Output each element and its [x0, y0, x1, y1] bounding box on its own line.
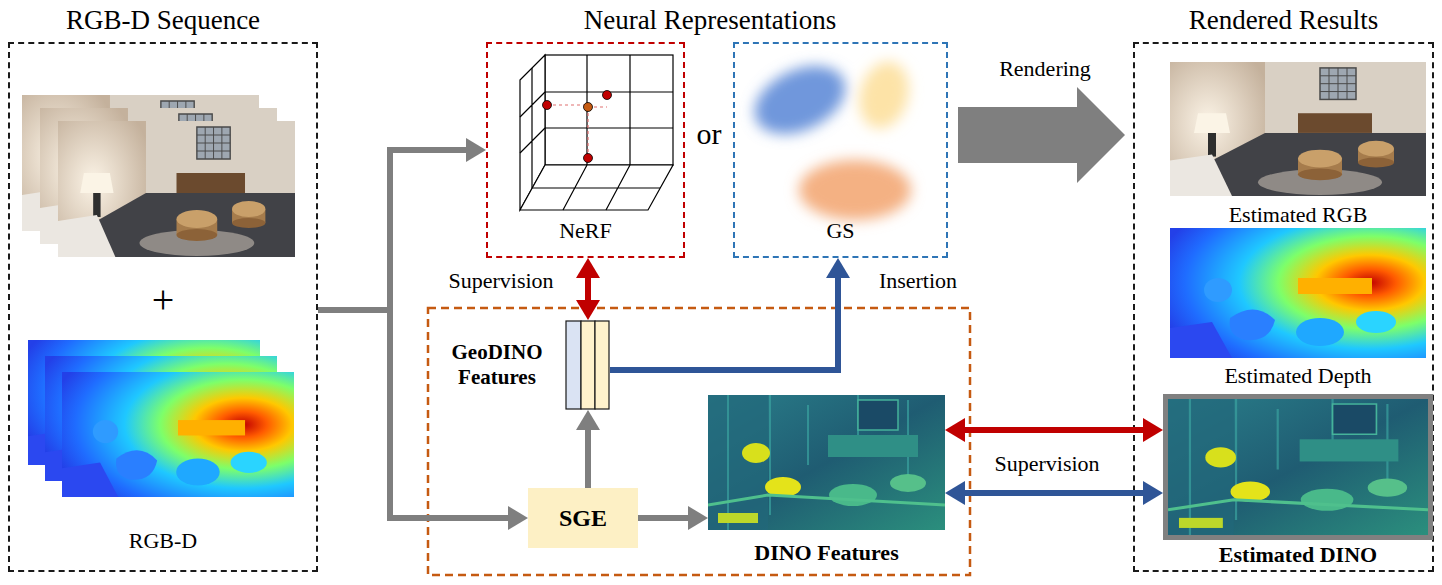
depth-frame: [62, 372, 294, 497]
box-label: NeRF: [488, 218, 683, 244]
connector-line: [585, 428, 591, 488]
plus-sign: +: [138, 276, 188, 324]
image-caption: Estimated DINO: [1163, 542, 1433, 568]
connector-arrow: [576, 410, 600, 488]
estimated-depth-image: [1170, 228, 1426, 358]
rgb-frame: [58, 121, 295, 257]
feature-label: DINO Features: [698, 540, 955, 566]
image-caption: Estimated Depth: [1170, 363, 1426, 389]
nerf-samples: [543, 91, 612, 163]
connector-line: [610, 276, 838, 370]
dino-features-node: DINO Features: [708, 395, 945, 530]
section-heading: Rendered Results: [1135, 4, 1432, 36]
estimated-dino-node: Estimated DINO: [1163, 394, 1433, 540]
edge-label: Supervision: [972, 451, 1122, 477]
module-label: SGE: [528, 488, 638, 548]
geodino-features-node: GeoDINO Features: [565, 320, 610, 410]
estimated-depth-node: Estimated Depth: [1170, 228, 1426, 358]
connector-arrow: [945, 418, 1163, 442]
image-caption: Estimated RGB: [1170, 202, 1426, 228]
image-caption: RGB-D: [88, 528, 238, 554]
box-label: GS: [735, 218, 946, 244]
section-heading: RGB-D Sequence: [10, 4, 316, 36]
arrow-head: [688, 506, 708, 530]
or-text: or: [692, 116, 726, 152]
geodino-feature-stack: [566, 321, 609, 409]
sge-module-box: SGE: [528, 488, 638, 548]
connector-arrow: [945, 481, 1163, 505]
arrow-head: [508, 506, 528, 530]
estimated-dino-image: [1168, 399, 1428, 535]
section-heading: Neural Representations: [560, 4, 860, 36]
arrow-head: [576, 410, 600, 430]
estimated-rgb-image: [1170, 62, 1426, 196]
connector-line: [585, 276, 591, 302]
connector-arrow: [958, 87, 1125, 183]
edge-label: Rendering: [970, 56, 1120, 82]
feature-group-box: [428, 308, 970, 575]
arrow-head: [1143, 418, 1163, 442]
connector-line: [963, 490, 1145, 496]
connector-line: [963, 427, 1145, 433]
block-arrow: [958, 87, 1125, 183]
arrow-head: [576, 300, 600, 320]
connector-line: [638, 515, 690, 521]
edge-label: Insertion: [862, 268, 974, 294]
arrow-head: [576, 258, 600, 278]
connector-line: [318, 150, 468, 310]
nerf-box: NeRF: [486, 42, 685, 258]
dino-feature-map: [708, 395, 945, 530]
arrow-head: [1143, 481, 1163, 505]
connector-arrow: [610, 258, 850, 370]
arrow-head: [945, 418, 965, 442]
input-sequence-box: RGB-D Sequence+RGB-D: [8, 42, 318, 572]
arrow-head: [945, 481, 965, 505]
feature-label: GeoDINO Features: [435, 340, 559, 390]
estimated-rgb-node: Estimated RGB: [1170, 62, 1426, 196]
gs-box: GS: [733, 42, 948, 258]
connector-arrow: [638, 506, 708, 530]
connector-arrow: [576, 258, 600, 320]
arrow-head: [466, 138, 486, 162]
arrow-head: [826, 258, 850, 278]
rendered-results-box: Rendered ResultsEstimated RGBEstimated D…: [1133, 42, 1434, 572]
gaussian-blobs: [744, 53, 916, 220]
nerf-grid: [520, 55, 673, 210]
edge-label: Supervision: [430, 268, 572, 294]
